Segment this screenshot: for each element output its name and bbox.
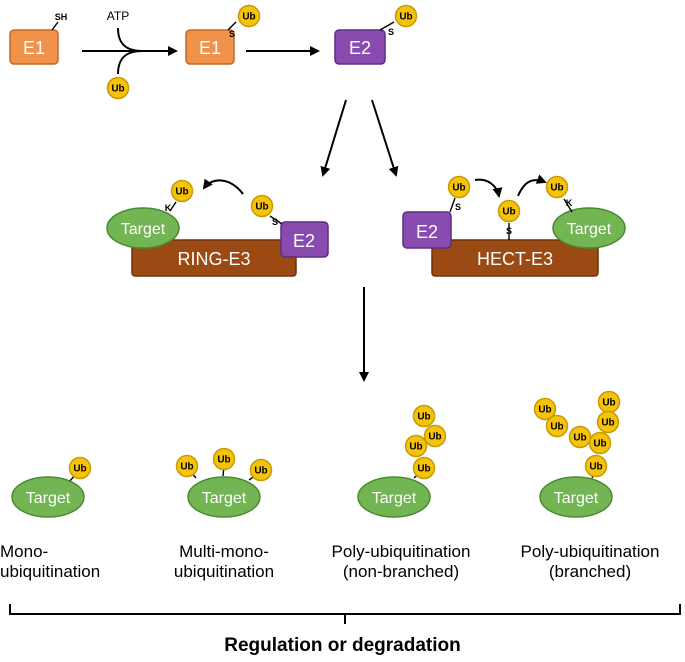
target-multi-mono: Target	[187, 465, 261, 518]
svg-text:SH: SH	[55, 12, 68, 22]
outcome-mono-line2: ubiquitination	[0, 562, 101, 581]
target-poly-branched: Target	[539, 469, 613, 518]
svg-text:Ub: Ub	[602, 398, 615, 409]
outcome-poly-branched: Poly-ubiquitination (branched)	[495, 542, 685, 582]
outcome-poly-nonbranched-line2: (non-branched)	[342, 562, 460, 581]
ub-mono: Ub	[68, 456, 92, 480]
e1-free: E1 SH	[9, 12, 68, 65]
ub-multi-1: Ub	[175, 454, 199, 478]
svg-text:K: K	[165, 203, 172, 213]
svg-text:S: S	[506, 226, 512, 236]
svg-text:Ub: Ub	[180, 462, 193, 473]
outcome-multi-mono: Multi-mono- ubiquitination	[154, 542, 294, 582]
ub-on-e1: Ub	[237, 4, 261, 28]
target-mono: Target	[11, 472, 85, 518]
ub-on-e2: Ub	[394, 4, 418, 28]
svg-text:S: S	[455, 202, 461, 212]
ub-on-ring-e2: Ub	[250, 194, 274, 218]
e1-ub-thioester: E1 S	[185, 21, 237, 65]
target-poly-nonbranched: Target	[357, 470, 431, 518]
ub-input: Ub	[106, 76, 130, 100]
hect-e3-complex: HECT-E3 E2 Target S S K	[402, 174, 626, 277]
svg-text:Target: Target	[372, 490, 417, 507]
ring-e3-complex: RING-E3 Target E2 K S	[106, 178, 329, 277]
outcome-poly-nonbranched-line1: Poly-ubiquitination	[331, 542, 471, 561]
ub-branch-5: Ub	[596, 410, 620, 434]
svg-text:Ub: Ub	[550, 183, 563, 194]
outcome-poly-nonbranched: Poly-ubiquitination (non-branched)	[306, 542, 496, 582]
svg-text:E2: E2	[416, 222, 438, 242]
ub-chain-3: Ub	[404, 434, 428, 458]
svg-text:S: S	[388, 27, 394, 37]
svg-text:Ub: Ub	[111, 84, 124, 95]
svg-text:S: S	[229, 29, 235, 39]
svg-text:Ub: Ub	[409, 442, 422, 453]
svg-text:Ub: Ub	[255, 202, 268, 213]
svg-text:Ub: Ub	[502, 207, 515, 218]
svg-text:E2: E2	[293, 231, 315, 251]
ub-multi-3: Ub	[249, 458, 273, 482]
svg-text:Ub: Ub	[452, 183, 465, 194]
ub-branch-1: Ub	[533, 397, 557, 421]
svg-text:Target: Target	[567, 221, 612, 238]
ub-branch-3: Ub	[568, 425, 592, 449]
svg-text:Ub: Ub	[593, 439, 606, 450]
svg-text:Ub: Ub	[73, 464, 86, 475]
svg-text:Target: Target	[26, 490, 71, 507]
ub-multi-2: Ub	[212, 447, 236, 471]
svg-text:Ub: Ub	[175, 187, 188, 198]
ub-branch-4: Ub	[597, 390, 621, 414]
outcome-mono-line1: Mono-	[0, 542, 49, 561]
svg-text:ATP: ATP	[107, 9, 129, 23]
e2-to-hect-arrow	[371, 99, 399, 177]
ub-chain-1: Ub	[412, 404, 436, 428]
ub-branch-6: Ub	[588, 431, 612, 455]
ub-chain-2: Ub	[423, 424, 447, 448]
e2-to-ring-arrow	[320, 99, 347, 177]
svg-text:Ub: Ub	[217, 455, 230, 466]
outcome-poly-branched-line2: (branched)	[548, 562, 632, 581]
outcome-poly-branched-line1: Poly-ubiquitination	[520, 542, 660, 561]
svg-text:S: S	[272, 217, 278, 227]
ub-on-hect: Ub	[497, 199, 521, 223]
ub-on-hect-e2: Ub	[447, 175, 471, 199]
svg-text:Ub: Ub	[550, 422, 563, 433]
svg-text:Ub: Ub	[601, 418, 614, 429]
svg-text:Ub: Ub	[589, 462, 602, 473]
svg-text:Ub: Ub	[573, 433, 586, 444]
svg-text:E1: E1	[23, 38, 45, 58]
svg-text:Ub: Ub	[399, 12, 412, 23]
svg-text:Ub: Ub	[417, 412, 430, 423]
svg-text:E1: E1	[199, 38, 221, 58]
svg-text:Ub: Ub	[254, 466, 267, 477]
ub-on-hect-target: Ub	[545, 175, 569, 199]
svg-text:K: K	[566, 198, 573, 208]
svg-text:RING-E3: RING-E3	[177, 249, 250, 269]
svg-text:Ub: Ub	[417, 464, 430, 475]
ub-chain-4: Ub	[412, 456, 436, 480]
atp-arrow: ATP	[82, 9, 178, 75]
ub-branch-2: Ub	[545, 414, 569, 438]
svg-text:Target: Target	[202, 490, 247, 507]
outcome-multi-mono-line1: Multi-mono-	[179, 542, 269, 561]
svg-text:E2: E2	[349, 38, 371, 58]
svg-text:Ub: Ub	[428, 432, 441, 443]
svg-text:Target: Target	[121, 221, 166, 238]
ub-branch-7: Ub	[584, 454, 608, 478]
ub-on-ring-target: Ub	[170, 179, 194, 203]
svg-text:Ub: Ub	[242, 12, 255, 23]
svg-text:Ub: Ub	[538, 405, 551, 416]
outcome-mono: Mono- ubiquitination	[0, 542, 120, 582]
outcome-multi-mono-line2: ubiquitination	[173, 562, 275, 581]
conclusion-label: Regulation or degradation	[224, 635, 461, 656]
svg-text:HECT-E3: HECT-E3	[477, 249, 553, 269]
conclusion-bracket	[9, 604, 681, 624]
svg-text:Target: Target	[554, 490, 599, 507]
e2-ub-thioester: E2 S	[334, 21, 395, 65]
